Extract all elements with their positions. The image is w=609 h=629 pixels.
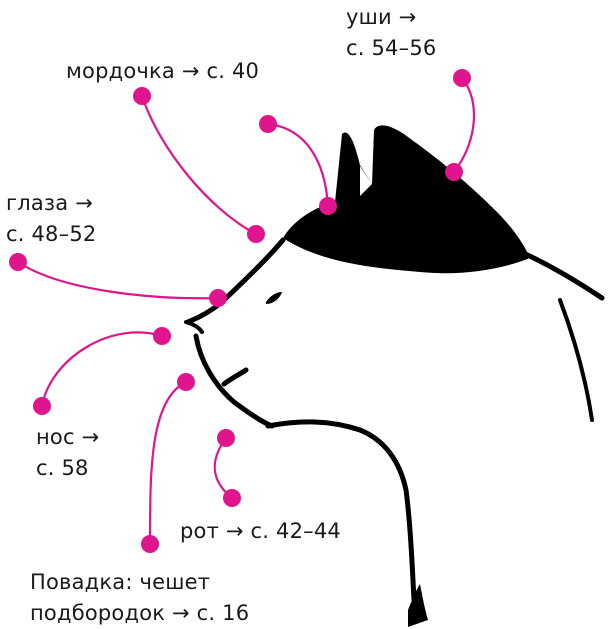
- label-ears: уши → с. 54–56: [346, 2, 436, 64]
- cat-eye: [266, 292, 282, 304]
- label-eyes-line2: с. 48–52: [6, 222, 97, 246]
- callout-dots: [9, 69, 471, 553]
- callout-line-head: [266, 122, 330, 208]
- dot-ears-end: [453, 69, 471, 87]
- dot-head-end: [259, 115, 277, 133]
- label-habit-line1: Повадка: чешет: [30, 570, 211, 594]
- cat-head-patch: [283, 125, 530, 274]
- cat-face-outline: [185, 237, 286, 325]
- dot-eyes-end: [9, 253, 27, 271]
- dot-eyes-start: [209, 289, 227, 307]
- callout-line-ears: [452, 76, 476, 174]
- dot-chin-start: [177, 373, 195, 391]
- label-eyes-line1: глаза →: [6, 191, 94, 215]
- cat-throat-line: [265, 419, 417, 603]
- label-mouth-line1: рот → с. 42–44: [180, 519, 341, 543]
- dot-mouth-start: [217, 429, 235, 447]
- label-muzzle: мордочка → с. 40: [66, 56, 259, 87]
- label-ears-line1: уши →: [346, 5, 417, 29]
- label-nose: нос → с. 58: [36, 422, 99, 484]
- callout-line-nose: [40, 331, 164, 408]
- label-muzzle-line1: мордочка → с. 40: [66, 59, 260, 83]
- label-habit: Повадка: чешет подбородок → с. 16: [30, 567, 249, 629]
- callout-line-mouth: [213, 436, 234, 500]
- label-nose-line1: нос →: [36, 425, 100, 449]
- cat-chin-outline: [193, 333, 275, 429]
- dot-ears-start: [445, 163, 463, 181]
- dot-muzzle-end: [133, 87, 151, 105]
- cat-mouth-line: [221, 367, 249, 387]
- cat-shoulder-line: [558, 298, 594, 422]
- dot-muzzle-start: [247, 225, 265, 243]
- label-nose-line2: с. 58: [36, 456, 89, 480]
- label-ears-line2: с. 54–56: [346, 36, 437, 60]
- callout-line-muzzle: [140, 94, 258, 236]
- dot-chin-end: [141, 535, 159, 553]
- cat-nose-outline: [184, 320, 204, 334]
- dot-nose-end: [33, 397, 51, 415]
- dot-mouth-end: [223, 489, 241, 507]
- label-mouth: рот → с. 42–44: [180, 516, 341, 547]
- label-eyes: глаза → с. 48–52: [6, 188, 96, 250]
- label-habit-line2: подбородок → с. 16: [30, 601, 250, 625]
- callout-line-eyes: [16, 260, 220, 300]
- cat-ear-gap: [360, 166, 372, 196]
- dot-nose-start: [153, 327, 171, 345]
- cat-back-line: [509, 245, 605, 301]
- cat-chest-tuft: [408, 584, 428, 627]
- callout-line-chin: [148, 380, 188, 546]
- dot-head-start: [319, 197, 337, 215]
